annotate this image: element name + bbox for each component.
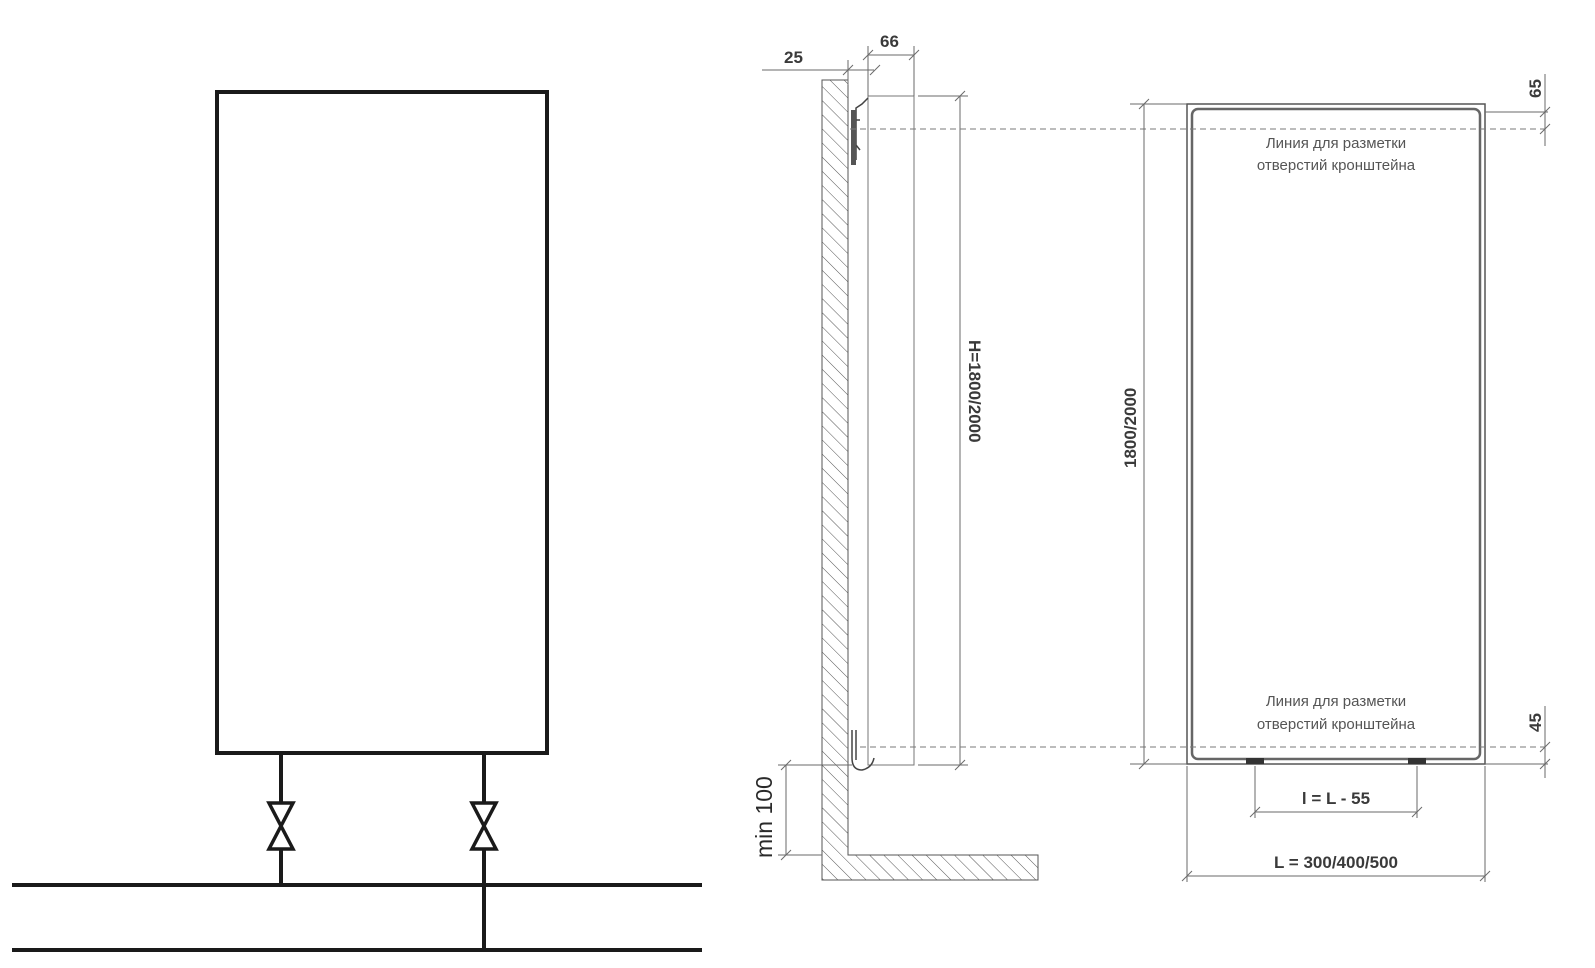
radiator-front-inner [1190, 107, 1482, 761]
note-bottom-line2: отверстий кронштейна [1257, 716, 1416, 733]
front-view: Линия для разметки отверстий кронштейна … [850, 74, 1551, 882]
dim-height-front: 1800/2000 [1121, 388, 1140, 468]
bottom-bracket [851, 730, 875, 771]
wall-hatch [821, 79, 1039, 881]
note-bottom-line1: Линия для разметки [1266, 693, 1406, 710]
dim-length: L = 300/400/500 [1274, 853, 1398, 872]
dim-floor-clearance: min 100 [751, 776, 777, 858]
dim-height-side: H=1800/2000 [965, 340, 984, 443]
note-top-line2: отверстий кронштейна [1257, 157, 1416, 174]
side-view: 25 66 H=1800/2000 min 100 [751, 32, 1039, 881]
radiator-outline [215, 90, 549, 755]
radiator-front-outer [1186, 103, 1486, 765]
valve-right-icon [469, 801, 499, 851]
dim-connection: l = L - 55 [1302, 789, 1370, 808]
note-top-line1: Линия для разметки [1266, 135, 1406, 152]
dim-top-offset: 65 [1526, 79, 1545, 98]
valve-left-icon [266, 801, 296, 851]
connection-stub-left [1246, 758, 1264, 764]
dim-depth: 66 [880, 32, 899, 51]
dim-wall-gap: 25 [784, 48, 803, 67]
connection-stub-right [1408, 758, 1426, 764]
radiator-side-profile [867, 95, 915, 766]
dim-bottom-offset: 45 [1526, 713, 1545, 732]
connection-scheme [12, 90, 702, 952]
